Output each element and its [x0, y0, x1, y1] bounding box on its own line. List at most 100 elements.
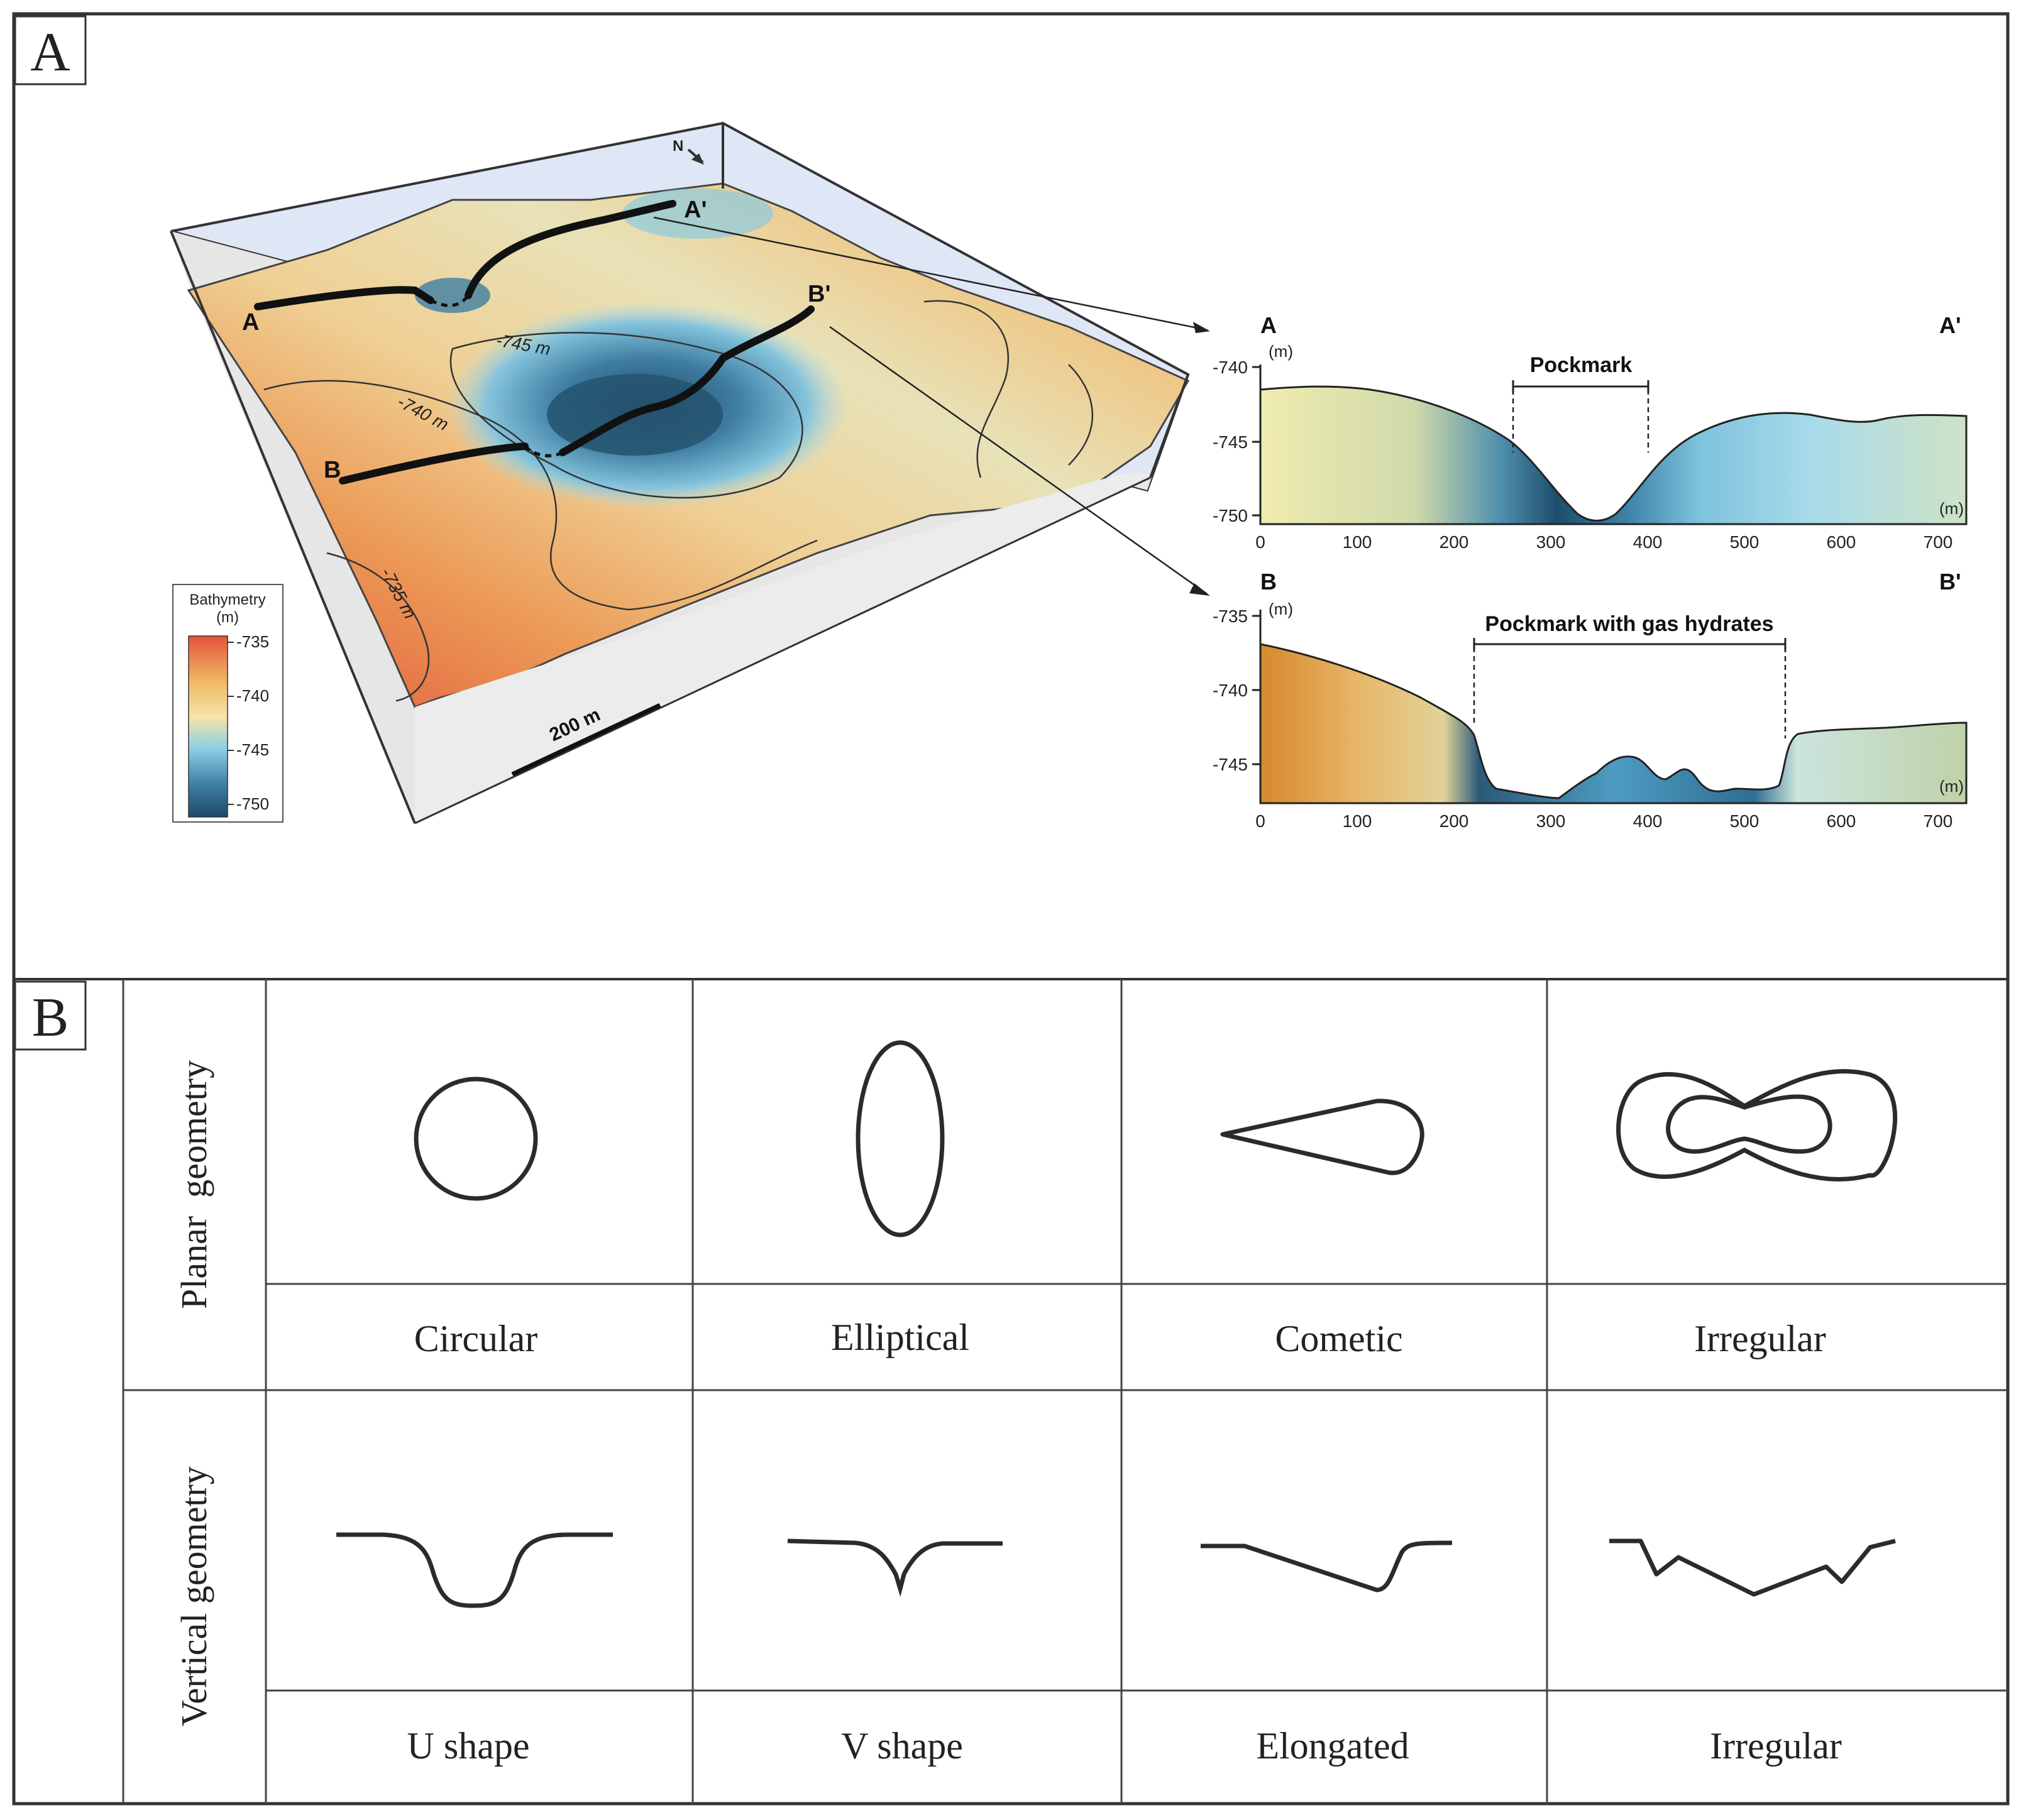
legend-tick-label: -735: [236, 632, 269, 651]
panel-b-label: B: [32, 987, 69, 1048]
cometic-shape-icon: [1220, 1099, 1424, 1175]
profile-a-xtick: 300: [1536, 532, 1566, 552]
profile-b-chart: B B' (m) -735 -740 -745 0 100 200 300 40…: [1213, 569, 1968, 831]
block-edge: [414, 476, 1151, 825]
planar-label: Elliptical: [831, 1317, 969, 1358]
north-label: N: [673, 138, 683, 155]
contour-line: [449, 332, 803, 499]
profile-a-end-label: A': [684, 197, 707, 223]
profile-a-y-unit: (m): [1269, 342, 1293, 361]
figure-border: [12, 12, 2010, 1806]
block-edge: [170, 231, 416, 824]
scale-bar: [511, 703, 661, 777]
irregular-planar-inner-icon: [1666, 1094, 1832, 1154]
profile-a-xtick: 500: [1730, 532, 1759, 552]
profile-b-start-label: B: [324, 457, 341, 483]
contour-line: [1068, 364, 1094, 466]
panel-b: B Planar geometry Vertical geometry Circ…: [14, 979, 2008, 1804]
profile-a-ytick: -750: [1213, 506, 1248, 525]
profile-b-ytick: -740: [1213, 681, 1248, 700]
profile-a-start-label: A: [242, 309, 259, 336]
legend-tick-label: -740: [236, 686, 269, 705]
profile-b-xtick: 700: [1924, 811, 1953, 831]
profile-line-b-dashed: [524, 445, 564, 458]
profile-line-a-dashed: [429, 294, 470, 307]
u-shape-icon: [336, 1532, 613, 1608]
row-header-vertical: Vertical geometry: [173, 1466, 214, 1726]
profile-a-end: A': [1939, 312, 1961, 338]
callout-arrow-a: [653, 216, 1208, 331]
profile-line-a: [254, 286, 434, 310]
profile-line-b: [559, 305, 815, 456]
profile-a-ytick: -745: [1213, 432, 1248, 452]
profile-line-b: [339, 442, 529, 485]
legend-unit: (m): [216, 609, 239, 626]
profile-b-start: B: [1260, 569, 1277, 595]
contour-line: [326, 552, 430, 702]
legend-title: Bathymetry: [189, 591, 265, 608]
blue-patch-north: [622, 189, 773, 239]
block-edge: [1149, 374, 1189, 478]
profile-b-y-unit: (m): [1269, 600, 1293, 618]
contour-line: [923, 300, 1010, 478]
row-header-planar: Planar geometry: [173, 1060, 214, 1309]
planar-label: Cometic: [1275, 1318, 1402, 1359]
profile-b-end: B': [1939, 569, 1961, 595]
irregular-planar-outer-icon: [1616, 1069, 1898, 1181]
profile-b-xtick: 200: [1440, 811, 1469, 831]
legend-tick-label: -750: [236, 794, 269, 813]
profile-b-terrain: [1259, 643, 1968, 804]
profile-b-end-label: B': [808, 281, 830, 307]
elongated-shape-icon: [1201, 1540, 1453, 1592]
irregular-vertical-icon: [1609, 1538, 1896, 1597]
profile-a-terrain: [1259, 385, 1968, 525]
profile-b-xtick: 400: [1633, 811, 1663, 831]
circular-shape-icon: [414, 1077, 538, 1201]
legend-colorbar: [188, 635, 228, 818]
profile-b-xtick: 600: [1827, 811, 1856, 831]
v-shape-icon: [787, 1538, 1003, 1597]
geometry-table-grid: [122, 979, 2008, 1804]
profile-a-annotation: Pockmark: [1530, 353, 1633, 377]
profile-b-xtick: 300: [1536, 811, 1566, 831]
bathymetry-block: N A A' B B' -745 m -740 m -735 m 200 m: [170, 121, 1210, 825]
profile-b-ytick: -735: [1213, 606, 1248, 626]
profile-b-annotation: Pockmark with gas hydrates: [1485, 612, 1773, 636]
profile-a-xtick: 200: [1440, 532, 1469, 552]
profile-a-xtick: 400: [1633, 532, 1663, 552]
profile-b-xtick: 500: [1730, 811, 1759, 831]
profile-a-x-unit: (m): [1939, 499, 1964, 518]
vertical-label: Elongated: [1256, 1725, 1409, 1767]
profile-b-xtick: 0: [1255, 811, 1265, 831]
planar-label: Irregular: [1694, 1318, 1826, 1359]
profile-b-ytick: -745: [1213, 755, 1248, 774]
vertical-label: V shape: [841, 1725, 963, 1767]
bathymetry-legend: Bathymetry (m) -735 -740 -745 -750: [172, 584, 284, 823]
profile-b-x-unit: (m): [1939, 777, 1964, 796]
vertical-label: U shape: [407, 1725, 530, 1767]
north-arrow: N: [673, 138, 704, 165]
profile-a-xtick: 600: [1827, 532, 1856, 552]
vertical-label: Irregular: [1710, 1725, 1842, 1767]
profile-b-xtick: 100: [1343, 811, 1372, 831]
profile-a-xtick: 0: [1255, 532, 1265, 552]
callout-arrowhead-a: [1193, 322, 1210, 333]
panel-b-label-box: [14, 980, 87, 1051]
profile-a-xtick: 100: [1343, 532, 1372, 552]
panel-a-label: A: [30, 22, 70, 83]
block-edge: [170, 122, 724, 233]
profile-line-a: [465, 200, 676, 299]
profile-a-xtick: 700: [1924, 532, 1953, 552]
elliptical-shape-icon: [856, 1040, 945, 1237]
block-edge: [722, 122, 1189, 376]
contour-line: [263, 380, 818, 611]
callout-arrowhead-b: [1189, 583, 1210, 596]
profile-a-ytick: -740: [1213, 358, 1248, 377]
profile-a-start: A: [1260, 312, 1277, 338]
profile-a-chart: A A' (m) -740 -745 -750 0 100 200 300 40…: [1213, 312, 1968, 552]
panel-a: A: [14, 15, 1968, 831]
legend-tick-label: -745: [236, 740, 269, 759]
panel-a-label-box: [14, 15, 87, 85]
callout-arrow-b: [829, 326, 1208, 595]
